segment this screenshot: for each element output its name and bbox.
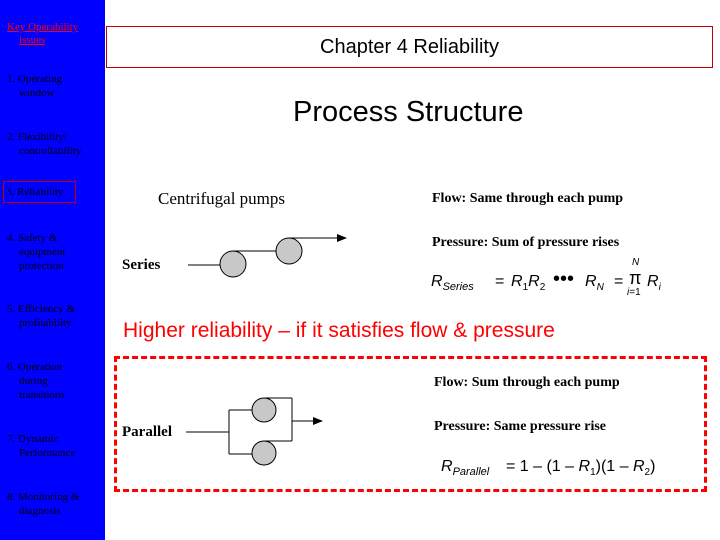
- sidebar-title-line2: issues: [19, 34, 46, 46]
- sidebar-item-label: equipment: [19, 246, 66, 258]
- sidebar-item-label: profitability: [19, 317, 72, 329]
- chapter-title: Chapter 4 Reliability: [320, 35, 499, 58]
- series-pump-diagram: [188, 234, 347, 278]
- sidebar-item-monitoring[interactable]: 8. Monitoring & diagnosis: [7, 490, 79, 518]
- sidebar-title-link[interactable]: Key Operability issues: [7, 21, 78, 47]
- sidebar-item-label: window: [19, 87, 55, 99]
- parallel-flow-text: Flow: Sum through each pump: [434, 375, 620, 390]
- parallel-label: Parallel: [122, 424, 172, 440]
- sidebar: Key Operability issues 1. Operating wind…: [0, 0, 105, 540]
- sidebar-item-label: 1. Operating: [7, 73, 62, 85]
- sidebar-item-label: transitions: [19, 389, 65, 401]
- sidebar-item-operating-window[interactable]: 1. Operating window: [7, 72, 62, 100]
- sidebar-item-label: controllability: [19, 145, 82, 157]
- parallel-pressure-text: Pressure: Same pressure rise: [434, 419, 606, 434]
- parallel-pump-2-icon: [251, 440, 292, 466]
- sidebar-item-dynamic[interactable]: 7. Dynamic Performance: [7, 432, 75, 460]
- sidebar-item-reliability[interactable]: 3. Reliability: [3, 181, 77, 203]
- centrifugal-pumps-label: Centrifugal pumps: [158, 189, 286, 208]
- sidebar-item-label: protection: [19, 260, 64, 272]
- highlight-statement: Higher reliability – if it satisfies flo…: [123, 319, 555, 342]
- parallel-pump-diagram: [186, 397, 323, 466]
- page-title: Process Structure: [293, 96, 524, 128]
- sidebar-item-label: 5. Efficiency &: [7, 303, 75, 315]
- sidebar-item-label: 8. Monitoring &: [7, 491, 80, 503]
- sidebar-item-label: during: [19, 375, 48, 387]
- sidebar-item-label: 4. Safety &: [7, 232, 58, 244]
- series-flow-text: Flow: Same through each pump: [432, 191, 624, 206]
- parallel-reliability-formula: RParallel = 1 – (1 – R1)(1 – R2): [441, 458, 656, 479]
- parallel-highlight-box: [114, 356, 707, 492]
- series-pressure-text: Pressure: Sum of pressure rises: [432, 235, 620, 250]
- sidebar-item-label: 7. Dynamic: [7, 433, 59, 445]
- series-reliability-formula: RSeries = R1R2 ••• RN = N π i=1 Ri: [431, 257, 661, 298]
- series-pump-2-icon: [275, 237, 306, 265]
- series-label: Series: [122, 257, 161, 273]
- sidebar-item-safety[interactable]: 4. Safety & equipment protection: [7, 231, 65, 273]
- parallel-pump-1-icon: [251, 397, 292, 423]
- sidebar-item-label: 3. Reliability: [6, 186, 64, 198]
- sidebar-item-label: 6. Operation: [7, 361, 62, 373]
- sidebar-item-label: diagnosis: [19, 505, 61, 517]
- sidebar-item-label: Performance: [19, 447, 76, 459]
- sidebar-item-flexibility[interactable]: 2. Flexibility/ controllability: [7, 130, 81, 158]
- sidebar-item-label: 2. Flexibility/: [7, 131, 67, 143]
- series-pump-1-icon: [219, 250, 249, 278]
- sidebar-item-efficiency[interactable]: 5. Efficiency & profitability: [7, 302, 75, 330]
- sidebar-title-line1: Key Operability: [7, 21, 79, 33]
- chapter-title-box: Chapter 4 Reliability: [106, 26, 713, 68]
- sidebar-item-transitions[interactable]: 6. Operation during transitions: [7, 360, 65, 402]
